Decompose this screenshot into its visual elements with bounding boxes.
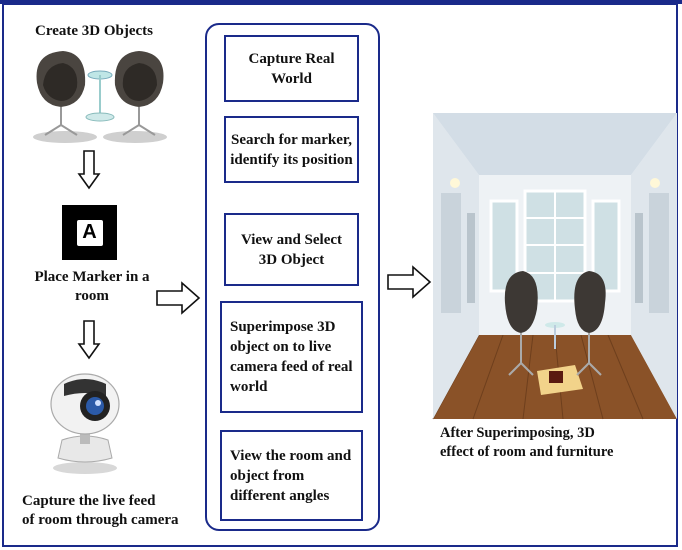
caption-line2: effect of room and furniture — [440, 444, 614, 460]
down-arrow-1 — [77, 150, 101, 190]
create-3d-objects-label: Create 3D Objects — [35, 23, 154, 39]
top-border — [0, 0, 682, 4]
step-superimpose-object: Superimpose 3D object on to live camera … — [220, 301, 363, 413]
marker-square: A — [62, 205, 117, 260]
step-view-room-angles: View the room and object from different … — [220, 430, 363, 521]
step-capture-real-world: Capture Real World — [224, 35, 359, 102]
step-view-select-object: View and Select 3D Object — [224, 213, 359, 286]
caption-line1: After Superimposing, 3D — [440, 425, 595, 441]
after-superimposing-caption: After Superimposing, 3D effect of room a… — [440, 424, 670, 462]
room-3d-rendering — [432, 113, 677, 420]
right-arrow-2 — [387, 265, 432, 299]
webcam-illustration — [50, 373, 120, 474]
step-search-marker: Search for marker, identify its position — [224, 116, 359, 183]
capture-feed-label: Capture the live feed of room through ca… — [22, 492, 192, 530]
process-column — [205, 23, 380, 531]
capture-feed-label-line1: Capture the live feed — [22, 493, 156, 509]
place-marker-label: Place Marker in a room — [34, 269, 150, 304]
figure-frame — [2, 3, 678, 547]
marker-glyph: A — [82, 221, 97, 243]
capture-feed-label-line2: of room through camera — [22, 512, 179, 528]
down-arrow-2 — [77, 320, 101, 360]
right-arrow-1 — [156, 281, 201, 315]
chairs-3d-illustration — [33, 51, 167, 143]
